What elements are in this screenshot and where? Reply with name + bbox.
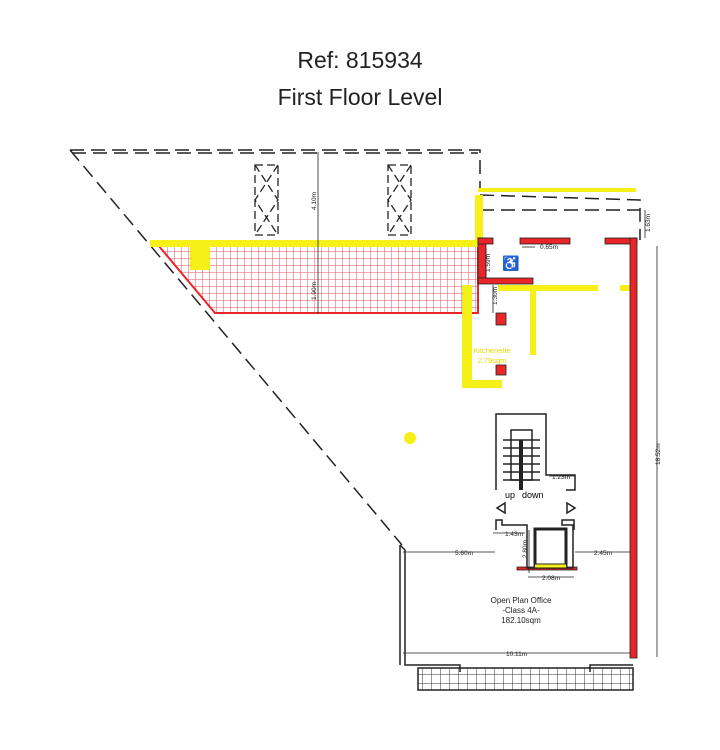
red-walls — [477, 237, 638, 659]
stair-down-label: down — [522, 490, 544, 500]
dim-stair-landing: 1.23m — [552, 474, 570, 481]
office-area: 182.10sqm — [501, 616, 541, 625]
lift-core — [495, 519, 575, 569]
dim-core-to-right: 2.45m — [594, 550, 612, 557]
dim-hatched-depth: 1.90m — [311, 282, 318, 300]
staircase — [495, 413, 577, 515]
dim-lift-width: 2.08m — [542, 575, 560, 582]
kitchenette-label: Kitchenette — [473, 346, 511, 355]
stair-up-label: up — [505, 490, 515, 500]
dim-top-depth: 4.10m — [311, 192, 318, 210]
dim-balcony-depth: 1.63m — [645, 214, 652, 232]
dim-overall-width: 10.11m — [506, 651, 527, 658]
office-name: Open Plan Office — [491, 596, 552, 605]
dimension-lines — [317, 152, 658, 657]
outer-boundary — [69, 149, 641, 546]
office-class: -Class 4A- — [502, 606, 540, 615]
skylight — [254, 164, 412, 236]
kitchenette-area: 2.79sqm — [478, 356, 507, 365]
dim-overall-length: 18.52m — [655, 443, 662, 465]
dim-corridor: 1.30m — [492, 287, 499, 305]
balcony — [417, 667, 634, 691]
plan-ref: Ref: 815934 — [297, 47, 423, 73]
accessible-wc-icon: ♿ — [502, 255, 519, 272]
dim-lift-left: 1.43m — [505, 531, 523, 538]
yellow-walls — [150, 188, 636, 444]
dim-wc-depth: 1.59m — [485, 254, 492, 272]
dim-lift-depth: 2.80m — [522, 540, 529, 558]
plan-title: First Floor Level — [277, 84, 443, 110]
dim-wc-door: 0.65m — [540, 244, 558, 251]
dim-left-to-core: 5.60m — [455, 550, 473, 557]
